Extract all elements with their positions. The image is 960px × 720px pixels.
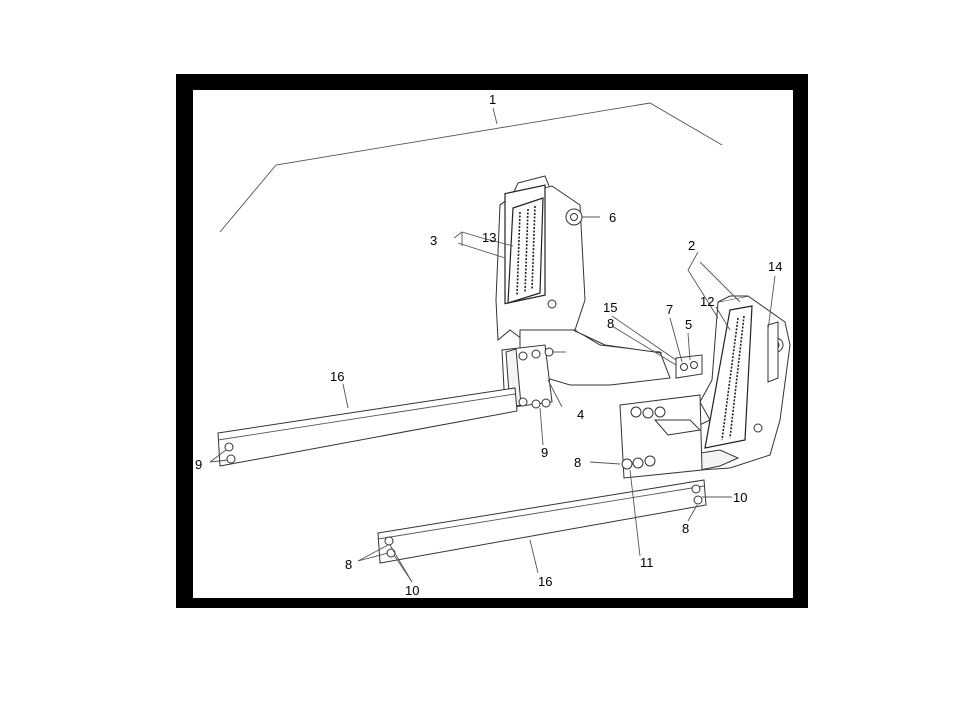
leader-lines [209, 107, 776, 583]
callout-9-b: 9 [541, 445, 548, 460]
callout-8-b: 8 [574, 455, 581, 470]
decal-13 [507, 197, 544, 304]
callout-16-b: 16 [538, 574, 552, 589]
part-1-cover-outline [219, 102, 723, 233]
decal-12 [704, 305, 753, 449]
callout-12: 12 [700, 294, 714, 309]
callout-15: 15 [603, 300, 617, 315]
callout-2: 2 [688, 238, 695, 253]
lower-bar-16 [377, 479, 707, 564]
callout-7: 7 [666, 302, 673, 317]
callout-labels: 1 2 3 4 5 6 7 8 8 8 8 9 9 10 10 11 12 13… [195, 92, 782, 598]
callout-14: 14 [768, 259, 782, 274]
callout-8-d: 8 [345, 557, 352, 572]
diagram-panel [193, 90, 793, 598]
right-plate-11 [619, 394, 703, 479]
callout-5: 5 [685, 317, 692, 332]
callout-10-a: 10 [733, 490, 747, 505]
callout-13: 13 [482, 230, 496, 245]
callout-3: 3 [430, 233, 437, 248]
callout-11: 11 [640, 555, 654, 570]
callout-6: 6 [609, 210, 616, 225]
callout-8-c: 8 [682, 521, 689, 536]
callout-4: 4 [577, 407, 584, 422]
upper-bar-16 [217, 387, 518, 467]
callout-10-b: 10 [405, 583, 419, 598]
left-plate-bolts [518, 347, 566, 409]
callout-16-a: 16 [330, 369, 344, 384]
callout-9-a: 9 [195, 457, 202, 472]
callout-1: 1 [489, 92, 496, 107]
link-plate-5 [675, 354, 703, 379]
callout-8-a: 8 [607, 316, 614, 331]
